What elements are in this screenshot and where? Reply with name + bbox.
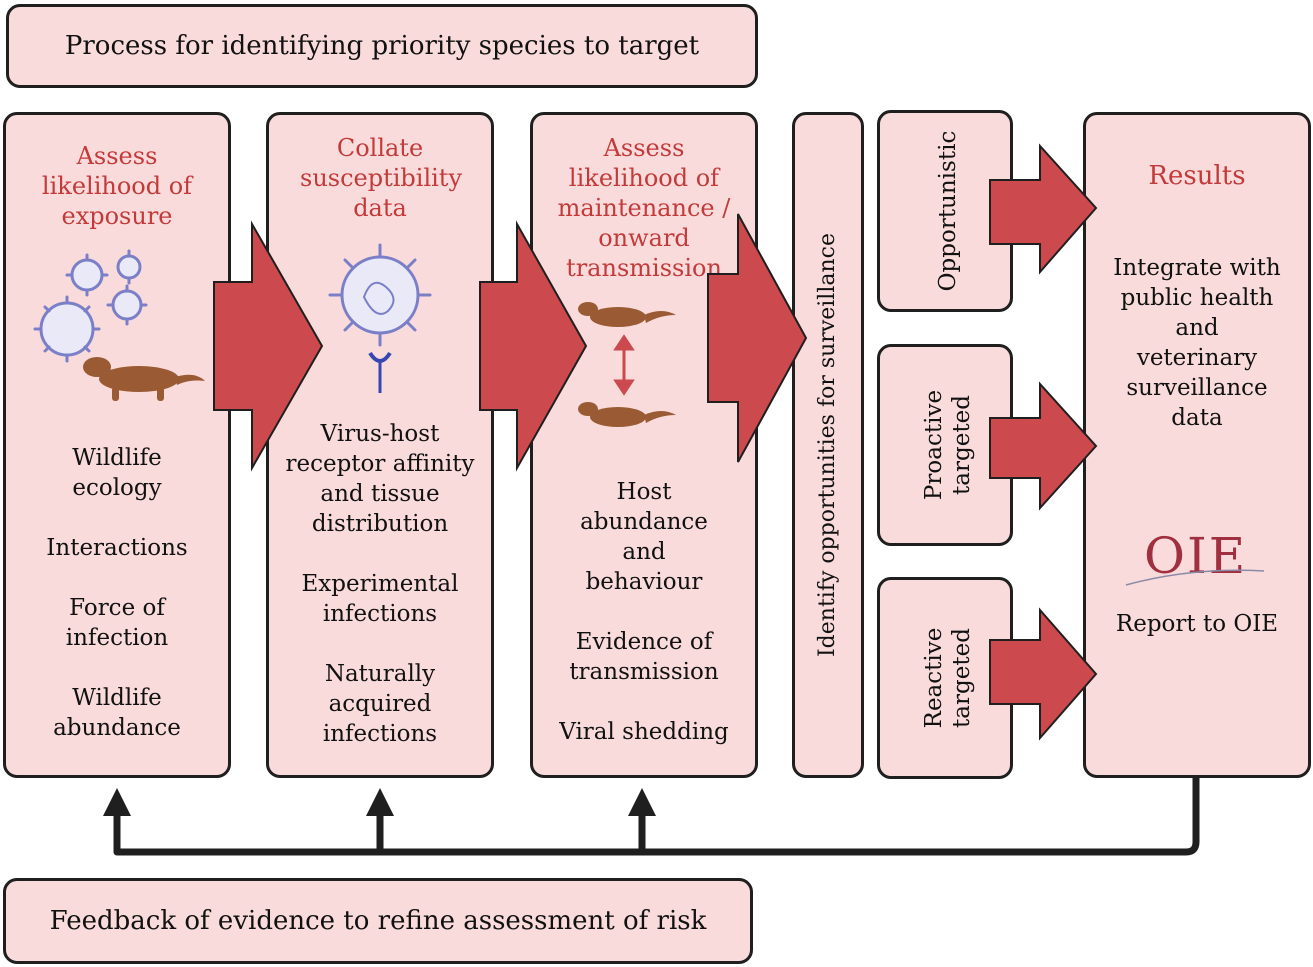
arrow-reactive: [989, 607, 1098, 741]
oie-logo-text: OIE: [1144, 527, 1248, 585]
susceptibility-item-2: Experimental infections: [301, 571, 459, 627]
ferret-icon: [83, 357, 205, 401]
maintenance-item-3: Viral shedding: [559, 719, 729, 745]
maintenance-box: Assess likelihood of maintenance / onwar…: [530, 112, 758, 778]
oie-swoosh-icon: [1125, 569, 1265, 586]
double-arrow-icon: [613, 334, 635, 396]
arrow-proactive: [989, 381, 1098, 511]
bottom-banner: Feedback of evidence to refine assessmen…: [3, 878, 753, 964]
virus-icon: [33, 249, 205, 401]
feedback-loop: [113, 778, 1200, 856]
maintenance-item-2: Evidence of transmission: [569, 629, 719, 685]
top-banner-text: Process for identifying priority species…: [64, 31, 700, 61]
report-text: Report to OIE: [1115, 611, 1279, 637]
top-banner: Process for identifying priority species…: [6, 4, 758, 88]
arrow-2: [479, 220, 588, 472]
surveillance-opportunities-box: Identify opportunities for surveillance: [792, 112, 864, 778]
results-text: Integrate with public health and veterin…: [1113, 255, 1281, 431]
susceptibility-heading: Collate susceptibility data: [300, 134, 463, 222]
ferret-pair-icon: [578, 302, 676, 427]
oie-logo: OIE: [1122, 527, 1272, 589]
arrow-3: [707, 213, 808, 463]
susceptibility-item-3: Naturally acquired infections: [322, 661, 438, 747]
bottom-banner-text: Feedback of evidence to refine assessmen…: [49, 906, 707, 936]
receptor-icon: [328, 243, 432, 393]
maintenance-heading: Assess likelihood of maintenance / onwar…: [557, 134, 731, 282]
susceptibility-item-1: Virus-host receptor affinity and tissue …: [285, 421, 475, 537]
susceptibility-box: Collate susceptibility data Virus-host r…: [266, 112, 494, 778]
results-heading: Results: [1148, 161, 1246, 191]
exposure-item-2: Interactions: [46, 535, 188, 561]
exposure-box: Assess likelihood of exposure Wildli: [3, 112, 231, 778]
arrow-opportunistic: [989, 143, 1098, 275]
exposure-item-3: Force of infection: [65, 595, 169, 651]
exposure-item-1: Wildlife ecology: [72, 445, 162, 501]
maintenance-item-1: Host abundance and behaviour: [580, 479, 708, 595]
feedback-arrowhead-3: [628, 788, 656, 816]
arrow-1: [213, 220, 324, 472]
results-box: Results Integrate with public health and…: [1083, 112, 1311, 778]
feedback-arrowhead-1: [103, 788, 131, 816]
exposure-heading: Assess likelihood of exposure: [41, 142, 193, 230]
feedback-arrowhead-2: [366, 788, 394, 816]
exposure-item-4: Wildlife abundance: [53, 685, 181, 741]
